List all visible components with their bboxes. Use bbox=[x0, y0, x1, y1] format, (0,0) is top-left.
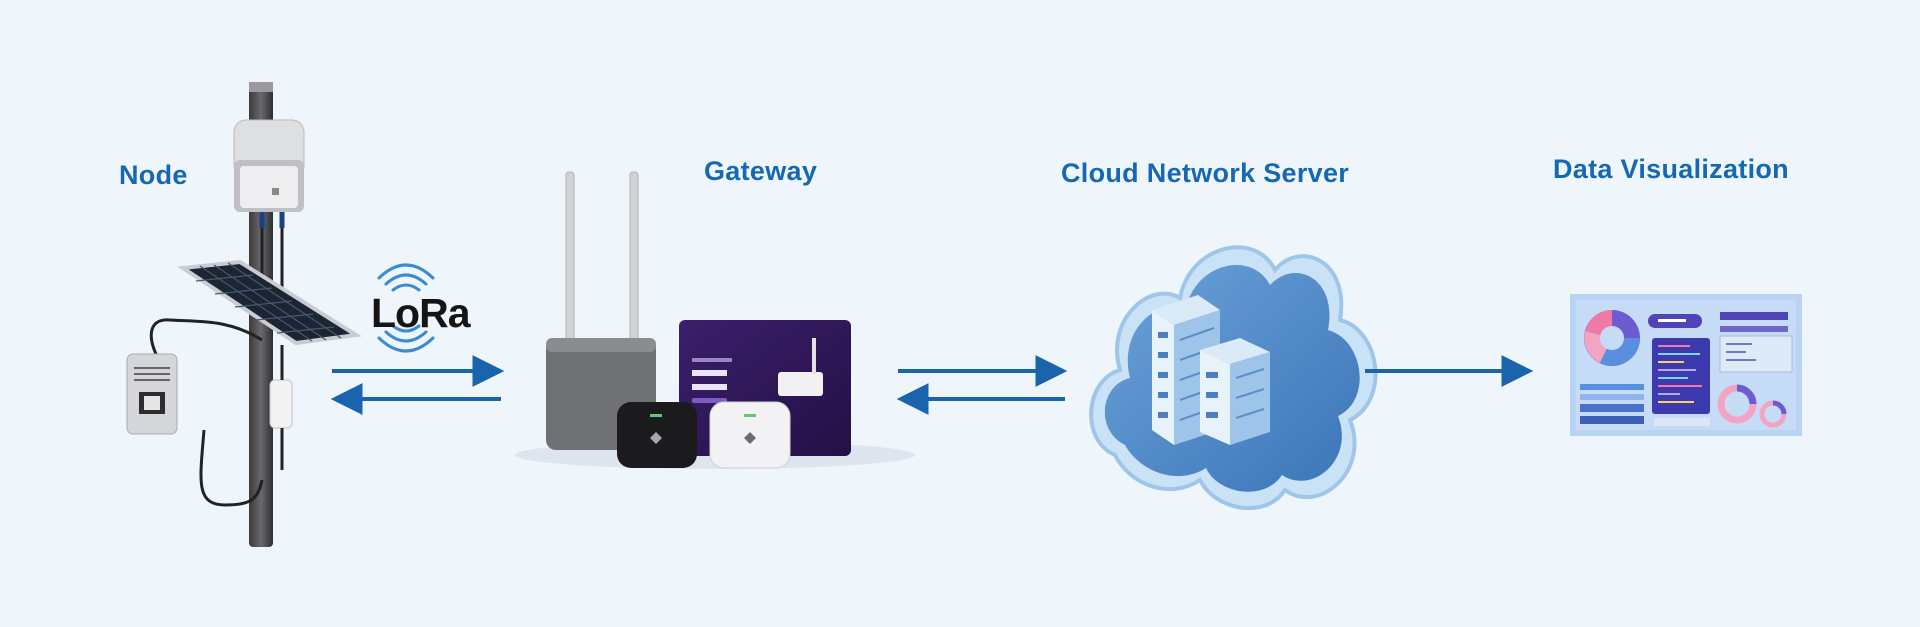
gateway-label: Gateway bbox=[704, 156, 818, 186]
lora-label: LoRa bbox=[371, 290, 470, 336]
node-label: Node bbox=[119, 160, 188, 190]
dashboard-illustration bbox=[1570, 294, 1802, 436]
cloud-server-icon bbox=[1089, 245, 1378, 510]
data-visualization-label: Data Visualization bbox=[1553, 154, 1789, 184]
lora-signal-icon bbox=[377, 263, 435, 353]
gateway-device-illustration bbox=[515, 171, 915, 469]
cloud-network-server-label: Cloud Network Server bbox=[1061, 158, 1350, 188]
node-device-illustration bbox=[126, 82, 362, 547]
